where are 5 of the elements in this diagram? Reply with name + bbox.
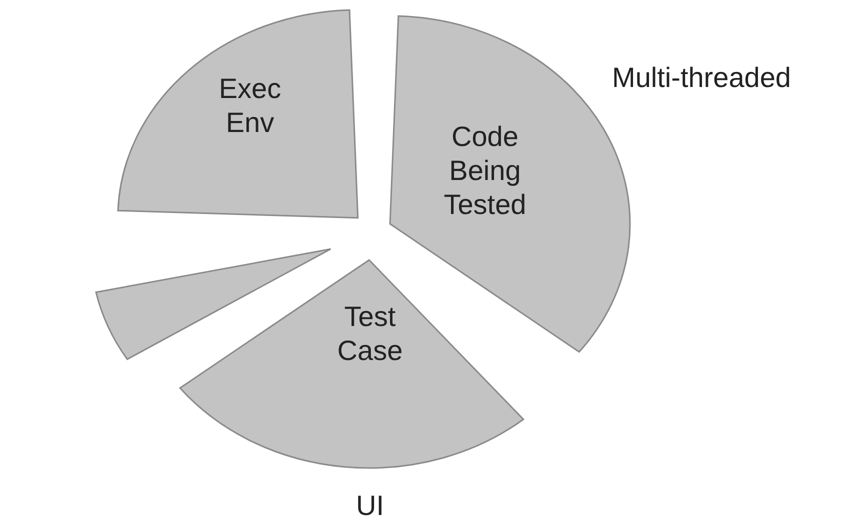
slice-label: Test Case — [336, 300, 404, 368]
annotation-label: UI — [356, 490, 384, 522]
slice-label: Code Being Tested — [442, 120, 528, 222]
annotation-label: Multi-threaded — [612, 62, 791, 94]
slice-label: Exec Env — [218, 72, 282, 140]
